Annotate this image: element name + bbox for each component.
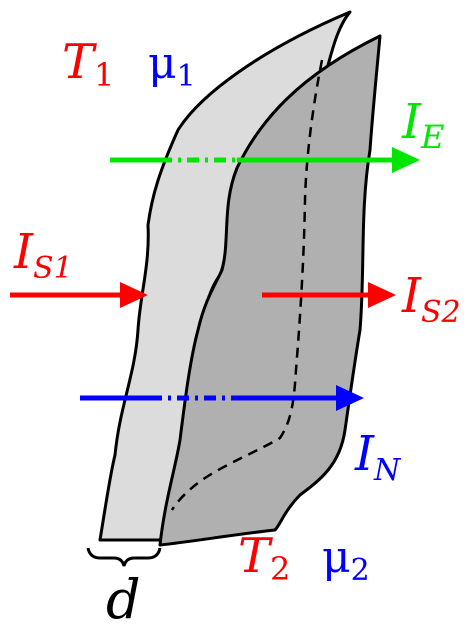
label-T2: T2	[238, 528, 290, 588]
label-IS2: IS2	[401, 268, 461, 330]
label-IS1-sub: S1	[33, 251, 73, 286]
charge-current-arrow	[80, 385, 364, 411]
label-mu1: μ1	[148, 38, 196, 94]
label-IN-base: I	[354, 426, 375, 482]
thickness-brace	[86, 547, 162, 567]
label-T2-sub: 2	[270, 550, 290, 588]
spin-current-in-arrow	[10, 282, 148, 308]
label-d: d	[106, 568, 141, 626]
label-IS1: IS1	[13, 224, 73, 286]
label-IN-sub: N	[373, 453, 402, 488]
label-IN: IN	[354, 426, 402, 488]
label-mu2: μ2	[322, 532, 370, 588]
label-IE-base: I	[401, 94, 422, 150]
label-mu1-base: μ	[148, 38, 177, 89]
label-mu2-base: μ	[322, 532, 351, 583]
hidden-edge-dashed	[170, 59, 324, 511]
back-layer	[158, 34, 382, 547]
label-mu2-sub: 2	[351, 553, 370, 588]
energy-current-arrow	[110, 147, 420, 173]
spin-current-out-arrow	[262, 282, 396, 308]
label-T2-base: T	[238, 528, 273, 584]
label-IS2-sub: S2	[421, 295, 461, 330]
label-IE: IE	[401, 94, 444, 156]
label-IE-sub: E	[420, 118, 444, 156]
label-IS1-base: I	[13, 224, 34, 280]
label-T1-base: T	[62, 34, 97, 90]
label-mu1-sub: 1	[177, 59, 196, 94]
label-T1-sub: 1	[94, 56, 114, 94]
label-IS2-base: I	[401, 268, 422, 324]
label-T1: T1	[62, 34, 114, 94]
